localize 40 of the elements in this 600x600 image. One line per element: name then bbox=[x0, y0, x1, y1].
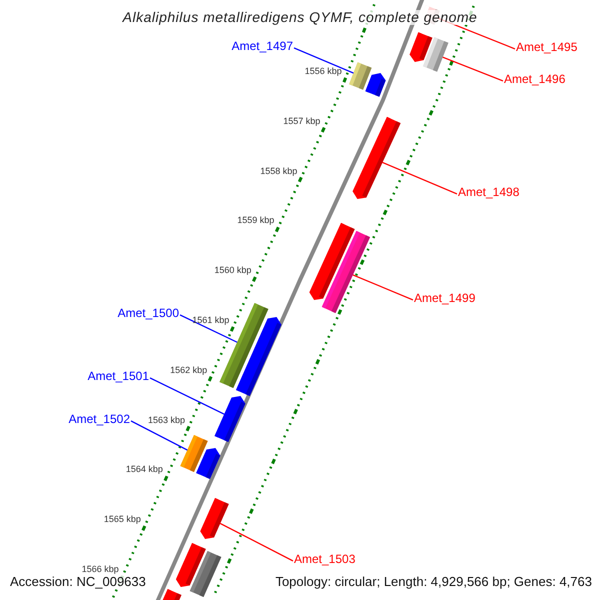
leader-line bbox=[352, 274, 414, 300]
scale-label: 1559 kbp bbox=[237, 216, 274, 226]
gene-bar bbox=[196, 448, 220, 480]
scale-label: 1563 kbp bbox=[148, 416, 186, 426]
gene-bar bbox=[365, 73, 386, 97]
leader-line bbox=[150, 377, 224, 415]
scale-label: 1565 kbp bbox=[104, 515, 141, 526]
scale-label: 1558 kbp bbox=[260, 166, 298, 176]
gene-bar bbox=[349, 62, 372, 90]
scale-label: 1562 kbp bbox=[170, 366, 208, 376]
leader-line bbox=[442, 56, 504, 82]
leader-line bbox=[180, 314, 238, 343]
leader-line bbox=[294, 47, 354, 74]
scale-label: 1561 kbp bbox=[192, 316, 230, 326]
genome-summary: Topology: circular; Length: 4,929,566 bp; Genes: 4,763 bbox=[275, 575, 592, 590]
accession-note: Accession: NC_009633 bbox=[10, 575, 146, 590]
gene-label: Amet_1495 bbox=[516, 41, 578, 54]
gene-bar bbox=[352, 116, 401, 199]
gene-bar bbox=[190, 550, 222, 598]
scale-label: 1564 kbp bbox=[126, 465, 163, 476]
scale-label: 1556 kbp bbox=[304, 67, 342, 77]
gene-label: Amet_1502 bbox=[68, 413, 130, 426]
gene-label: Amet_1499 bbox=[414, 292, 476, 306]
gene-label: Amet_1496 bbox=[504, 73, 566, 86]
scale-label: 1560 kbp bbox=[214, 266, 252, 276]
leader-line bbox=[220, 522, 294, 562]
gene-label: Amet_1497 bbox=[232, 40, 293, 54]
gene-label: Amet_1503 bbox=[294, 553, 356, 566]
gene-label: Amet_1500 bbox=[118, 307, 179, 320]
gene-bar bbox=[214, 396, 246, 442]
gene-label: Amet_1498 bbox=[458, 186, 520, 200]
gene-bar bbox=[322, 230, 370, 314]
leader-line bbox=[382, 162, 458, 194]
scale-label: 1566 kbp bbox=[82, 565, 119, 575]
scale-label: 1557 kbp bbox=[283, 116, 320, 127]
gene-label: Amet_1501 bbox=[88, 370, 149, 384]
gene-bar bbox=[236, 317, 282, 396]
gene-bar bbox=[200, 498, 229, 539]
gene-bar bbox=[423, 37, 448, 72]
leader-line bbox=[130, 420, 188, 451]
